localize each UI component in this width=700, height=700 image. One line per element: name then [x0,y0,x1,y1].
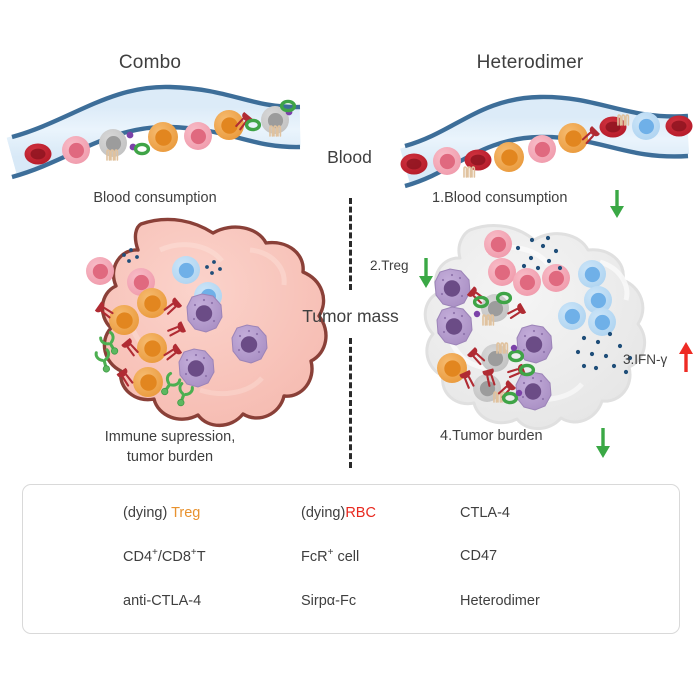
legend-panel: (dying) Treg (dying)RBC CTLA-4 CD4+/CD8+… [22,484,680,634]
arrow-treg-down [419,258,433,288]
legend-treg-accent: Treg [171,505,201,521]
legend-label-heterodimer: Heterodimer [460,593,540,609]
left-tumor-mass [86,217,328,428]
right-blood-vessel [399,94,693,189]
legend-label-cd47: CD47 [460,548,498,564]
legend-treg-prefix: (dying) [123,505,172,521]
panel-title-right: Heterodimer [476,52,584,73]
legend-label-fcr: FcR+ cell [301,547,360,565]
caption-right-treg: 2.Treg [370,258,409,273]
zone-label-blood: Blood [327,147,372,167]
legend-label-sirpa-fc: Sirpα-Fc [301,593,357,609]
arrow-ifng-up [679,342,693,372]
caption-left-tumor-line2: tumor burden [126,449,214,465]
panel-title-left: Combo [118,52,182,73]
caption-left-tumor-line1: Immune supression, [104,429,236,445]
caption-left-blood: Blood consumption [93,190,217,206]
caption-right-ifng: 3.IFN-γ [623,352,668,367]
divider-lower [349,338,352,468]
legend-label-tcells: CD4+/CD8+T [123,547,206,565]
legend-label-anti-ctla4: anti-CTLA-4 [123,593,202,609]
legend-rbc-prefix: (dying) [301,505,346,521]
legend-rbc-accent: RBC [345,505,376,521]
right-tumor-mass [423,223,647,431]
caption-right-blood: 1.Blood consumption [432,190,568,206]
legend-label-treg: (dying) Treg [123,505,200,521]
caption-left-tumor: Immune supression, tumor burden [50,427,290,467]
legend-label-rbc: (dying)RBC [301,505,376,521]
arrow-blood-down [610,190,624,218]
divider-upper [349,198,352,290]
zone-label-tumor-mass: Tumor mass [302,306,399,326]
caption-right-tumor: 4.Tumor burden [440,428,543,444]
legend-label-ctla4: CTLA-4 [460,505,510,521]
left-blood-vessel [6,84,301,180]
arrow-tumor-down [596,428,610,458]
